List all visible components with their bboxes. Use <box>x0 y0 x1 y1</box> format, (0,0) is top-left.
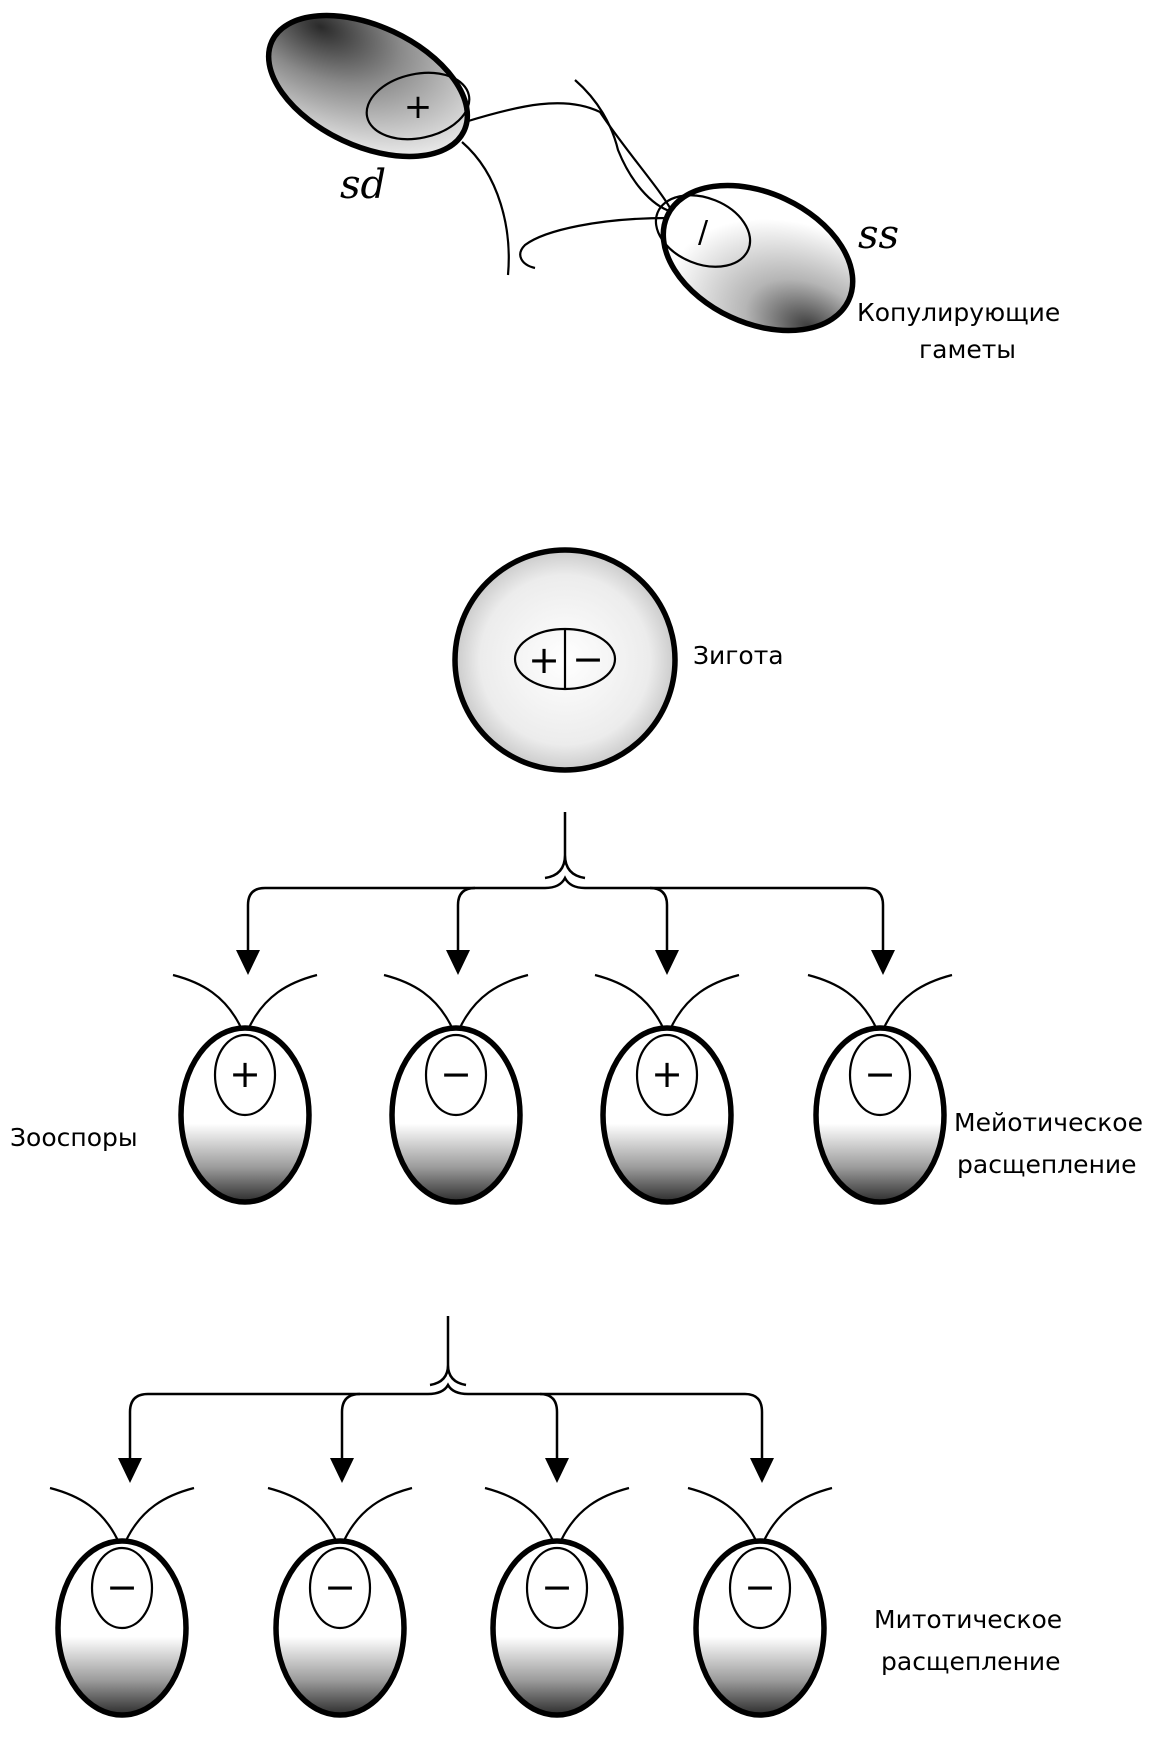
zoospore-nucleus <box>90 1546 154 1630</box>
flagellar-base <box>451 1026 461 1030</box>
meiosis-branch-line <box>246 875 885 950</box>
flagellar-base <box>755 1539 765 1543</box>
meiosis-zoospore: + <box>594 973 740 1205</box>
zoospores-label: Зооспоры <box>10 1123 138 1152</box>
gametes-caption-line1: Копулирующие <box>857 298 1060 327</box>
flagellar-base <box>240 1026 250 1030</box>
meiosis-label-line2: расщепление <box>957 1150 1137 1179</box>
gametes-caption-line2: гаметы <box>919 335 1016 364</box>
zoospore-nucleus <box>213 1033 277 1117</box>
copulating-gametes: + sd / ss Копулирующие гаметы <box>265 12 1060 364</box>
flagellar-base <box>875 1026 885 1030</box>
meiosis-arrowhead-1 <box>236 950 260 975</box>
meiosis-arrows <box>236 812 895 975</box>
flagellar-base <box>552 1539 562 1543</box>
zoospore-sign: − <box>440 1052 472 1096</box>
zoospore-nucleus <box>848 1033 912 1117</box>
gamete-ss-sign: / <box>698 215 709 250</box>
mitosis-arrowhead-3 <box>545 1458 569 1483</box>
zygote-sign-minus: − <box>572 637 604 681</box>
mitosis-arrows <box>118 1316 774 1483</box>
flagellum-right <box>880 973 953 1033</box>
meiosis-zoospores: + − + − <box>172 973 953 1205</box>
flagellum-left <box>383 973 456 1033</box>
flagellum-right <box>667 973 740 1033</box>
meiosis-zoospore: − <box>383 973 529 1205</box>
meiosis-label-line1: Мейотическое <box>954 1108 1143 1137</box>
flagellar-base <box>662 1026 672 1030</box>
flagellum-right <box>760 1486 833 1546</box>
meiosis-arrowhead-2 <box>446 950 470 975</box>
zoospore-nucleus <box>728 1546 792 1630</box>
meiosis-zoospore: − <box>807 973 953 1205</box>
mitosis-zoospore: − <box>484 1486 630 1718</box>
gamete-sd-sign: + <box>404 87 433 127</box>
zoospore-sign: − <box>541 1565 573 1609</box>
zoospore-nucleus <box>308 1546 372 1630</box>
zoospore-nucleus <box>525 1546 589 1630</box>
mitosis-arrow-2 <box>340 1392 361 1458</box>
mitosis-zoospore: − <box>267 1486 413 1718</box>
zygote: + − Зигота <box>452 547 784 773</box>
zoospore-sign: − <box>324 1565 356 1609</box>
flagellum-right <box>245 973 318 1033</box>
zoospore-sign: − <box>864 1052 896 1096</box>
meiosis-stem <box>544 812 586 880</box>
flagellum-left <box>594 973 667 1033</box>
zoospore-sign: − <box>744 1565 776 1609</box>
flagellum-left <box>49 1486 122 1546</box>
zoospore-nucleus <box>635 1033 699 1117</box>
gamete-sd-label: sd <box>340 162 386 208</box>
zygote-label: Зигота <box>693 641 784 670</box>
zoospore-nucleus <box>424 1033 488 1117</box>
flagellar-base <box>335 1539 345 1543</box>
meiosis-zoospore: + <box>172 973 318 1205</box>
flagellum-left <box>267 1486 340 1546</box>
zoospore-sign: + <box>229 1052 261 1096</box>
meiosis-arrow-2 <box>456 886 476 950</box>
flagellum-left <box>687 1486 760 1546</box>
mitosis-zoospore: − <box>687 1486 833 1718</box>
zygote-sign-plus: + <box>528 638 560 682</box>
flagellum-right <box>122 1486 195 1546</box>
gamete-sd-nucleus <box>365 71 471 141</box>
mitosis-arrow-3 <box>539 1392 559 1458</box>
mitosis-label-line2: расщепление <box>881 1647 1061 1676</box>
zoospore-sign: + <box>651 1052 683 1096</box>
meiosis-arrowhead-3 <box>655 950 679 975</box>
flagellum-right <box>456 973 529 1033</box>
gamete-sd-cell <box>265 12 471 160</box>
mitosis-arrowhead-1 <box>118 1458 142 1483</box>
mitosis-label-line1: Митотическое <box>874 1605 1062 1634</box>
meiosis-arrowhead-4 <box>871 950 895 975</box>
mitosis-zoospore: − <box>49 1486 195 1718</box>
flagellar-base <box>117 1539 127 1543</box>
mitosis-stem <box>429 1316 467 1387</box>
mitosis-arrowhead-4 <box>750 1458 774 1483</box>
flagellum-right <box>340 1486 413 1546</box>
flagellum-left <box>484 1486 557 1546</box>
gamete-ss-nucleus <box>654 194 752 268</box>
flagellum-ss-lower <box>519 216 669 270</box>
flagellum-right <box>557 1486 630 1546</box>
gamete-ss-label: ss <box>858 212 899 258</box>
meiosis-arrow-3 <box>649 886 669 950</box>
flagellum-sd-upper <box>464 102 674 213</box>
mitosis-zoospores: −−−− <box>49 1486 833 1718</box>
flagellum-left <box>172 973 245 1033</box>
zoospore-sign: − <box>106 1565 138 1609</box>
flagellum-left <box>807 973 880 1033</box>
gamete-ss-cell <box>660 182 856 334</box>
flagellum-ss-upper <box>574 79 673 214</box>
mitosis-arrowhead-2 <box>330 1458 354 1483</box>
flagellum-sd-lower <box>461 141 510 276</box>
mitosis-branch-line <box>128 1382 764 1458</box>
